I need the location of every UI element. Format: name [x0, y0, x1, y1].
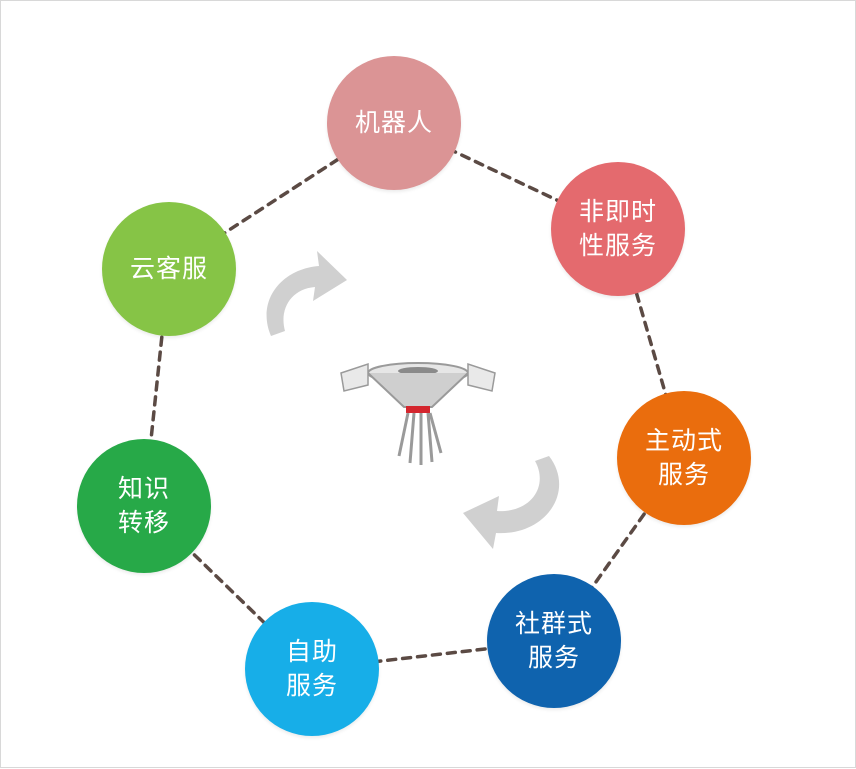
- node-cloud-service: 云客服: [102, 202, 236, 336]
- node-label-line-1: 主动式: [645, 424, 723, 458]
- node-label-line-1: 知识: [118, 472, 170, 506]
- node-community-service: 社群式 服务: [487, 574, 621, 708]
- circular-arrow-icon: [463, 456, 559, 549]
- node-async-service: 非即时 性服务: [551, 162, 685, 296]
- node-knowledge-transfer: 知识 转移: [77, 439, 211, 573]
- node-label-line-1: 自助: [286, 635, 338, 669]
- circular-arrow-icon: [267, 251, 347, 336]
- funnel-icon: [341, 363, 495, 465]
- node-proactive-service: 主动式 服务: [617, 391, 751, 525]
- node-label-line-2: 服务: [528, 641, 580, 675]
- node-label-line-2: 服务: [286, 669, 338, 703]
- node-label-line-2: 服务: [658, 458, 710, 492]
- node-self-service: 自助 服务: [245, 602, 379, 736]
- node-label-line-1: 非即时: [579, 195, 657, 229]
- node-robot: 机器人: [327, 56, 461, 190]
- node-label: 机器人: [355, 106, 433, 140]
- node-label-line-2: 性服务: [579, 229, 657, 263]
- node-label-line-1: 社群式: [515, 607, 593, 641]
- node-label-line-2: 转移: [118, 506, 170, 540]
- node-label: 云客服: [130, 252, 208, 286]
